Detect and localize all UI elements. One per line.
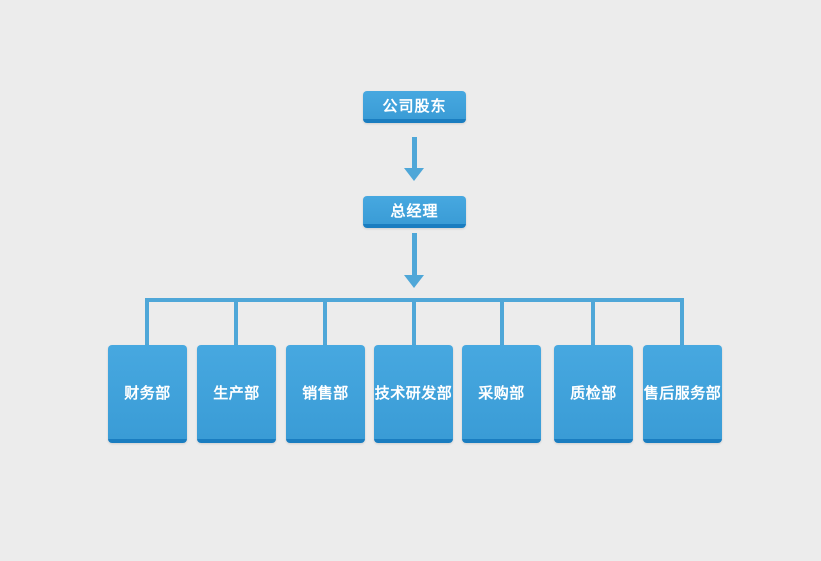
- node-rnd-dept: 技术研发部: [374, 345, 453, 443]
- node-shareholders-label: 公司股东: [382, 97, 447, 115]
- node-purchasing-dept: 采购部: [462, 345, 541, 443]
- arrow-down-icon: [404, 275, 424, 288]
- connector-drop-line: [591, 298, 595, 345]
- node-shareholders: 公司股东: [363, 91, 466, 123]
- node-label: 质检部: [570, 384, 617, 402]
- node-general-manager: 总经理: [363, 196, 466, 228]
- node-label: 销售部: [302, 384, 349, 402]
- connector-drop-line: [680, 298, 684, 345]
- arrow-down-icon: [412, 233, 417, 276]
- arrow-down-icon: [404, 168, 424, 181]
- node-label: 采购部: [478, 384, 525, 402]
- connector-drop-line: [323, 298, 327, 345]
- node-general-manager-label: 总经理: [390, 202, 439, 220]
- node-label: 生产部: [213, 384, 260, 402]
- node-sales-dept: 销售部: [286, 345, 365, 443]
- node-aftersales-dept: 售后服务部: [643, 345, 722, 443]
- node-production-dept: 生产部: [197, 345, 276, 443]
- connector-drop-line: [234, 298, 238, 345]
- connector-drop-line: [412, 298, 416, 345]
- node-label: 售后服务部: [643, 384, 722, 402]
- node-finance-dept: 财务部: [108, 345, 187, 443]
- connector-drop-line: [500, 298, 504, 345]
- connector-drop-line: [145, 298, 149, 345]
- node-quality-dept: 质检部: [554, 345, 633, 443]
- node-label: 技术研发部: [374, 384, 453, 402]
- arrow-down-icon: [412, 137, 417, 169]
- node-label: 财务部: [124, 384, 171, 402]
